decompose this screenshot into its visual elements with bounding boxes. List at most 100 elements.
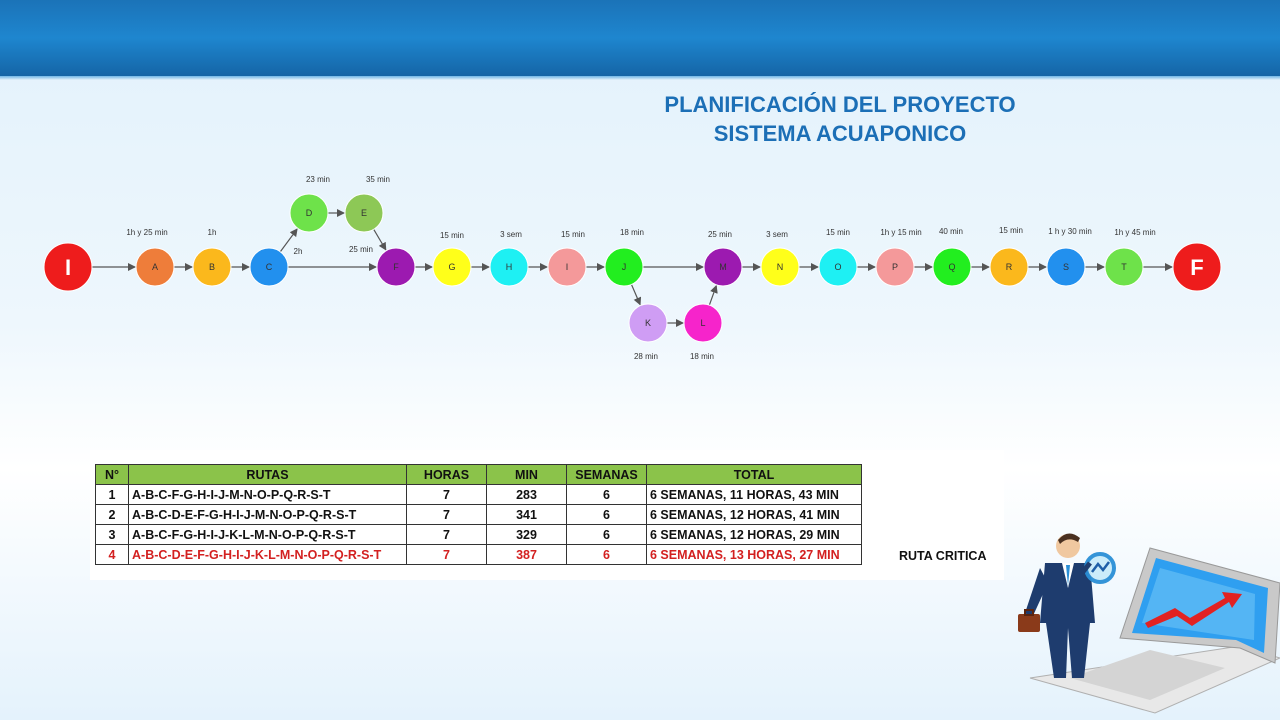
activity-node-s <box>1046 247 1086 287</box>
start-node-label: I <box>65 255 71 280</box>
table-row: 3 A-B-C-F-G-H-I-J-K-L-M-N-O-P-Q-R-S-T 7 … <box>95 524 862 545</box>
page-title: PLANIFICACIÓN DEL PROYECTO SISTEMA ACUAP… <box>560 90 1120 148</box>
row-route: A-B-C-F-G-H-I-J-K-L-M-N-O-P-Q-R-S-T <box>128 524 407 545</box>
duration-label-h: 3 sem <box>500 230 522 239</box>
activity-node-f <box>376 247 416 287</box>
row-total: 6 SEMANAS, 13 HORAS, 27 MIN <box>646 544 862 565</box>
activity-node-label-f: F <box>393 262 399 272</box>
table-row: 1 A-B-C-F-G-H-I-J-M-N-O-P-Q-R-S-T 7 283 … <box>95 484 862 505</box>
row-number: 4 <box>95 544 129 565</box>
row-weeks: 6 <box>566 524 647 545</box>
end-node-label: F <box>1190 255 1203 280</box>
duration-label-l: 18 min <box>690 352 714 361</box>
edge-J-K <box>630 284 642 306</box>
duration-label-g: 15 min <box>440 231 464 240</box>
duration-label-p: 1h y 15 min <box>880 228 921 237</box>
start-node <box>43 242 93 292</box>
activity-node-i <box>547 247 587 287</box>
row-hours: 7 <box>406 544 487 565</box>
activity-node-label-c: C <box>266 262 273 272</box>
activity-node-label-k: K <box>645 318 651 328</box>
activity-node-m <box>703 247 743 287</box>
activity-node-label-d: D <box>306 208 313 218</box>
row-hours: 7 <box>406 524 487 545</box>
routes-panel: N° RUTAS HORAS MIN SEMANAS TOTAL 1 A-B-C… <box>90 450 1004 580</box>
row-min: 329 <box>486 524 567 545</box>
routes-table-header: N° RUTAS HORAS MIN SEMANAS TOTAL <box>95 464 862 485</box>
end-node <box>1172 242 1222 292</box>
businessman-laptop-illustration <box>1018 533 1280 714</box>
activity-node-c <box>249 247 289 287</box>
activity-node-label-n: N <box>777 262 784 272</box>
row-route: A-B-C-D-E-F-G-H-I-J-K-L-M-N-O-P-Q-R-S-T <box>128 544 407 565</box>
activity-node-l <box>683 303 723 343</box>
duration-label-s: 1 h y 30 min <box>1048 227 1092 236</box>
row-hours: 7 <box>406 504 487 525</box>
activity-node-label-i: I <box>566 262 569 272</box>
activity-node-label-o: O <box>834 262 841 272</box>
duration-label-k: 28 min <box>634 352 658 361</box>
row-number: 1 <box>95 484 129 505</box>
col-header-total: TOTAL <box>646 464 862 485</box>
col-header-hours: HORAS <box>406 464 487 485</box>
activity-node-label-h: H <box>506 262 513 272</box>
activity-node-r <box>989 247 1029 287</box>
row-min: 341 <box>486 504 567 525</box>
activity-node-label-r: R <box>1006 262 1013 272</box>
duration-label-n: 3 sem <box>766 230 788 239</box>
col-header-min: MIN <box>486 464 567 485</box>
row-route: A-B-C-D-E-F-G-H-I-J-M-N-O-P-Q-R-S-T <box>128 504 407 525</box>
activity-node-t <box>1104 247 1144 287</box>
duration-label-b: 1h <box>208 228 217 237</box>
activity-node-label-b: B <box>209 262 215 272</box>
activity-node-label-l: L <box>700 318 705 328</box>
row-total: 6 SEMANAS, 11 HORAS, 43 MIN <box>646 484 862 505</box>
title-line-1: PLANIFICACIÓN DEL PROYECTO <box>664 92 1016 117</box>
activity-node-label-q: Q <box>948 262 955 272</box>
duration-label-j: 18 min <box>620 228 644 237</box>
row-weeks: 6 <box>566 544 647 565</box>
duration-label-q: 40 min <box>939 227 963 236</box>
row-route: A-B-C-F-G-H-I-J-M-N-O-P-Q-R-S-T <box>128 484 407 505</box>
col-header-routes: RUTAS <box>128 464 407 485</box>
header-bar-edge <box>0 76 1280 80</box>
activity-node-d <box>289 193 329 233</box>
activity-node-e <box>344 193 384 233</box>
edge-L-M <box>708 284 718 306</box>
row-number: 2 <box>95 504 129 525</box>
row-weeks: 6 <box>566 484 647 505</box>
activity-node-label-g: G <box>448 262 455 272</box>
table-row: 2 A-B-C-D-E-F-G-H-I-J-M-N-O-P-Q-R-S-T 7 … <box>95 504 862 525</box>
edge-C-D <box>279 228 298 253</box>
activity-node-label-m: M <box>719 262 727 272</box>
row-min: 387 <box>486 544 567 565</box>
activity-node-b <box>192 247 232 287</box>
activity-node-j <box>604 247 644 287</box>
header-bar <box>0 0 1280 76</box>
activity-node-p <box>875 247 915 287</box>
duration-label-t: 1h y 45 min <box>1114 228 1155 237</box>
title-line-2: SISTEMA ACUAPONICO <box>713 121 967 146</box>
table-row-critical: 4 A-B-C-D-E-F-G-H-I-J-K-L-M-N-O-P-Q-R-S-… <box>95 544 862 565</box>
duration-label-o: 15 min <box>826 228 850 237</box>
activity-node-h <box>489 247 529 287</box>
activity-node-n <box>760 247 800 287</box>
row-number: 3 <box>95 524 129 545</box>
row-weeks: 6 <box>566 504 647 525</box>
duration-label-c: 2h <box>294 247 303 256</box>
activity-node-label-a: A <box>152 262 158 272</box>
activity-node-q <box>932 247 972 287</box>
activity-node-g <box>432 247 472 287</box>
activity-node-k <box>628 303 668 343</box>
duration-label-e: 35 min <box>366 175 390 184</box>
row-hours: 7 <box>406 484 487 505</box>
edge-E-F <box>373 229 387 251</box>
col-header-weeks: SEMANAS <box>566 464 647 485</box>
activity-node-label-j: J <box>622 262 627 272</box>
duration-label-r: 15 min <box>999 226 1023 235</box>
row-min: 283 <box>486 484 567 505</box>
col-header-number: N° <box>95 464 129 485</box>
row-total: 6 SEMANAS, 12 HORAS, 29 MIN <box>646 524 862 545</box>
row-total: 6 SEMANAS, 12 HORAS, 41 MIN <box>646 504 862 525</box>
duration-label-i: 15 min <box>561 230 585 239</box>
